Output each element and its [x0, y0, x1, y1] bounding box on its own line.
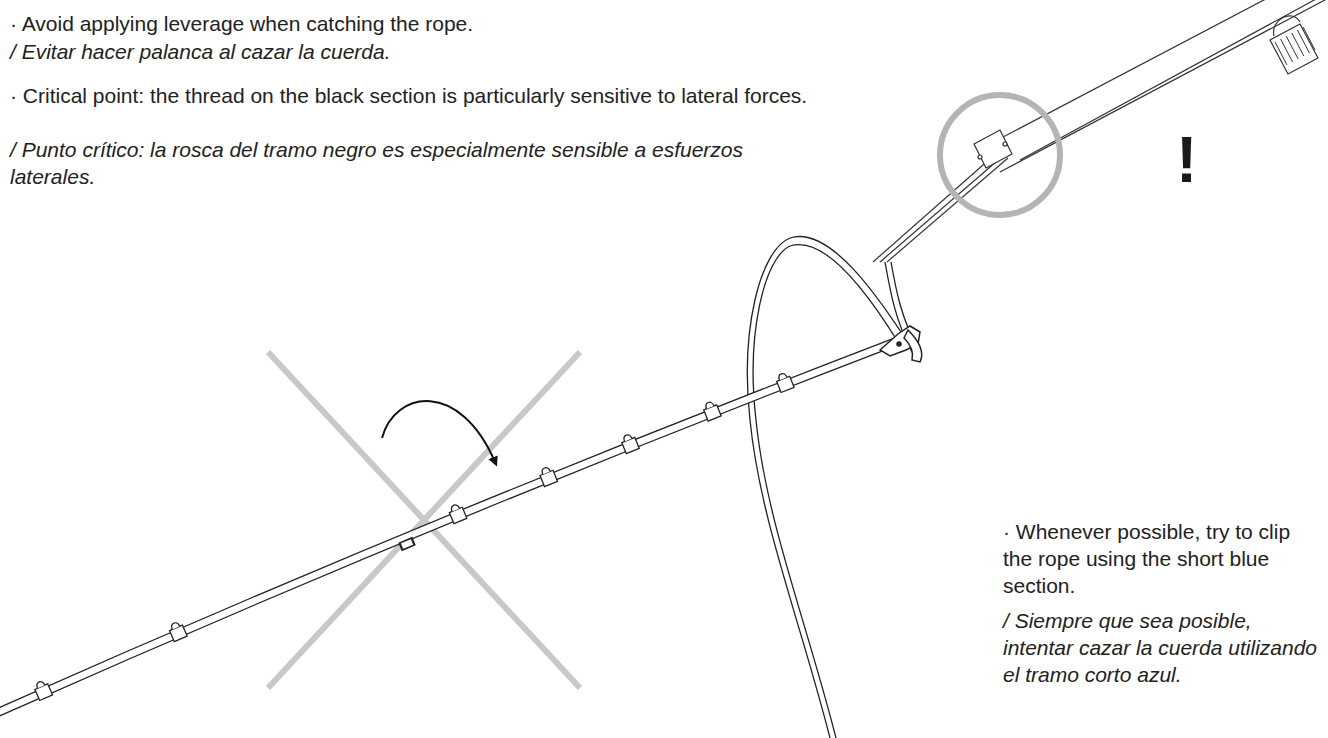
- knurling: [1275, 27, 1315, 65]
- pole-clip: [167, 620, 187, 641]
- clip-head: [880, 326, 922, 362]
- pole-detail: [873, 0, 1328, 262]
- knurl-line: [1303, 27, 1315, 50]
- pole-clip: [538, 465, 557, 486]
- tip-text: · Whenever possible, try to clip the rop…: [1003, 518, 1321, 599]
- telescopic-pole: [0, 342, 895, 716]
- knurl-line: [1292, 33, 1304, 56]
- knurl-line: [1281, 39, 1293, 62]
- warning-mark: !: [1176, 128, 1206, 192]
- pole-clip: [702, 400, 721, 421]
- pole-clip: [620, 432, 639, 453]
- pole-clip: [33, 679, 53, 700]
- forbidden-cross: [268, 352, 580, 688]
- note-text: · Avoid applying leverage when catching …: [10, 10, 810, 37]
- pole-clip: [775, 371, 794, 392]
- knurl-line: [1297, 30, 1309, 53]
- note-text: / Evitar hacer palanca al cazar la cuerd…: [10, 38, 810, 65]
- warning-text: · Critical point: the thread on the blac…: [10, 82, 810, 109]
- pole-clips: [33, 371, 794, 700]
- warning-text: / Punto crítico: la rosca del tramo negr…: [10, 136, 810, 190]
- pole-clip: [447, 502, 467, 523]
- knurl-line: [1275, 42, 1287, 65]
- tip-text: / Siempre que sea posible, intentar caza…: [1003, 607, 1321, 688]
- knurl-line: [1286, 36, 1298, 59]
- highlight-circle: [940, 95, 1060, 215]
- leverage-arrow: [382, 401, 495, 462]
- rope: [747, 237, 918, 738]
